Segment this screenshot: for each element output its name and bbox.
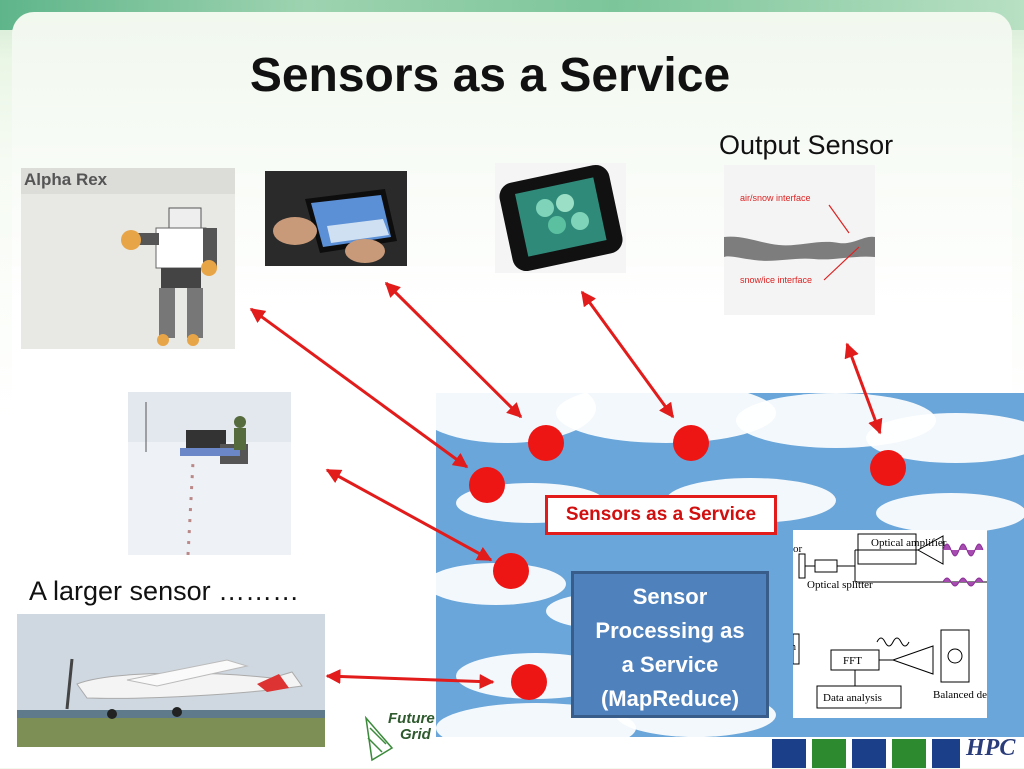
phone-drawing — [495, 163, 626, 273]
optic-splitter-label: Optical splitter — [807, 579, 873, 591]
hpc-logo-mark — [772, 739, 960, 768]
airplane-drawing — [17, 614, 325, 747]
optical-diagram-drawing: or Optical amplifier Optical splitter n … — [793, 533, 987, 709]
optic-fft-label: FFT — [843, 655, 862, 667]
hpc-logo: HPC — [772, 735, 1022, 768]
optic-amplifier-label: Optical amplifier — [871, 537, 947, 549]
cloud-endpoint-dot — [511, 664, 547, 700]
hpc-text: HPC — [966, 735, 1016, 761]
snow-field-image — [128, 392, 291, 555]
cloud-endpoint-dot — [469, 467, 505, 503]
processing-line-3: a Service — [621, 652, 719, 677]
processing-line-1: Sensor — [632, 584, 708, 609]
optic-detector-label: Balanced detector — [933, 689, 987, 701]
svg-text:n: n — [793, 642, 796, 653]
phone-image — [495, 163, 626, 273]
processing-line-2: Processing as — [595, 618, 745, 643]
radar-air-label: air/snow interface — [740, 193, 811, 203]
processing-line-4: (MapReduce) — [600, 686, 740, 711]
robot-caption: Alpha Rex — [24, 170, 108, 189]
tablet-drawing — [265, 171, 407, 266]
futuregrid-logo: Future Grid — [362, 708, 438, 764]
futuregrid-word-1: Future — [388, 710, 435, 727]
sensor-processing-box: Sensor Processing as a Service (MapReduc… — [571, 571, 769, 718]
optic-analysis-label: Data analysis — [823, 692, 882, 704]
optical-diagram-image: or Optical amplifier Optical splitter n … — [793, 530, 987, 718]
radar-drawing: air/snow interface snow/ice interface — [724, 165, 875, 315]
sensors-service-box: Sensors as a Service — [545, 495, 777, 535]
futuregrid-grid-icon — [364, 715, 394, 762]
snow-field-drawing — [128, 392, 291, 555]
tablet-image — [265, 171, 407, 266]
robot-image: Alpha Rex — [21, 168, 235, 349]
cloud-endpoint-dot — [870, 450, 906, 486]
radar-image: air/snow interface snow/ice interface — [724, 165, 875, 315]
futuregrid-word-2: Grid — [400, 726, 431, 743]
radar-ice-label: snow/ice interface — [740, 275, 812, 285]
airplane-image — [17, 614, 325, 747]
slide-title: Sensors as a Service — [249, 49, 731, 102]
cloud-endpoint-dot — [673, 425, 709, 461]
cloud-endpoint-dot — [528, 425, 564, 461]
output-sensor-label: Output Sensor — [719, 130, 894, 160]
larger-sensor-label: A larger sensor ……… — [29, 576, 300, 606]
svg-text:or: or — [793, 543, 803, 555]
robot-drawing — [121, 207, 217, 346]
cloud-endpoint-dot — [493, 553, 529, 589]
